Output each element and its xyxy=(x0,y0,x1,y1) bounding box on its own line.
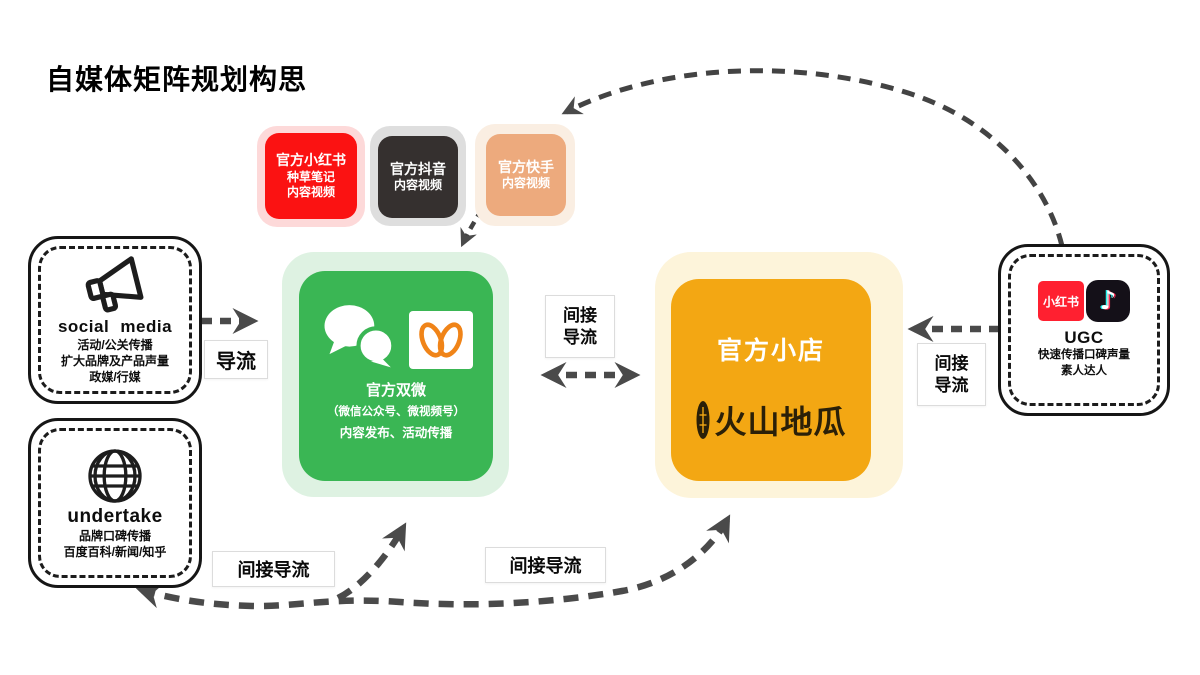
shop-node: 官方小店 火山地瓜 xyxy=(671,279,871,481)
tiktok-note-glyph: ♪ xyxy=(1099,286,1117,317)
tiktok-icon: ♪ xyxy=(1086,280,1130,323)
arrow-branch-to-wechat-bottom xyxy=(336,522,407,601)
node-title: undertake xyxy=(67,505,163,527)
chip-line: 内容视频 xyxy=(393,178,442,193)
chip-title: 官方抖音 xyxy=(390,160,446,177)
ugc-node: 小红书 ♪ UGC 快速传播口碑声量 素人达人 xyxy=(998,244,1170,416)
social-media-node: social media 活动/公关传播 扩大品牌及产品声量 政媒/行媒 xyxy=(28,236,202,404)
sweet-potato-icon xyxy=(696,401,710,439)
dashed-inner-border xyxy=(38,428,192,578)
flow-label-text: 导流 xyxy=(216,351,256,373)
node-title: 官方双微 xyxy=(365,382,426,399)
node-title: UGC xyxy=(1064,328,1104,348)
node-line: 快速传播口碑声量 xyxy=(1038,349,1130,362)
official-kuaishou-chip: 官方快手 内容视频 xyxy=(486,134,566,216)
xiaohongshu-icon-label: 小红书 xyxy=(1042,294,1079,309)
globe-icon xyxy=(88,449,142,503)
flow-label-left: 导流 xyxy=(204,340,268,379)
page-title: 自媒体矩阵规划构思 xyxy=(46,64,308,95)
node-line: 品牌口碑传播 xyxy=(78,528,151,543)
dashed-inner-border xyxy=(1008,254,1160,406)
brand-logo-text: 火山地瓜 xyxy=(714,404,847,440)
node-line: 政媒/行媒 xyxy=(89,370,141,385)
arrow-ugc-to-kuaishou xyxy=(561,68,1065,247)
node-line: 素人达人 xyxy=(1061,365,1107,377)
node-line: 扩大品牌及产品声量 xyxy=(60,353,169,368)
node-desc: 内容发布、活动传播 xyxy=(339,426,453,440)
flow-label-text: 间接导流 xyxy=(237,560,310,580)
arrow-shop-to-undertake xyxy=(135,514,731,610)
undertake-node: undertake 品牌口碑传播 百度百科/新闻/知乎 xyxy=(28,418,202,588)
dashed-inner-border xyxy=(38,246,192,394)
wechat-channels-tile xyxy=(409,311,473,369)
indirect-flow-label-bottom-left: 间接导流 xyxy=(212,551,335,587)
indirect-flow-label-right: 间接 导流 xyxy=(917,343,986,406)
indirect-flow-label-middle: 间接 导流 xyxy=(545,295,615,358)
node-line: 活动/公关传播 xyxy=(77,337,153,352)
official-douyin-chip: 官方抖音 内容视频 xyxy=(378,136,458,218)
wechat-icon xyxy=(324,305,396,368)
flow-label-text: 间接导流 xyxy=(509,556,582,576)
wechat-node: 官方双微 （微信公众号、微视频号） 内容发布、活动传播 xyxy=(299,271,493,481)
node-line: 百度百科/新闻/知乎 xyxy=(63,545,167,559)
node-subtitle: （微信公众号、微视频号） xyxy=(327,406,465,418)
chip-title: 官方小红书 xyxy=(276,152,346,169)
flow-label-text: 间接 xyxy=(934,354,969,374)
chip-line: 种草笔记 xyxy=(286,169,335,184)
wechat-channels-icon xyxy=(419,322,463,358)
flow-label-text: 导流 xyxy=(934,375,969,395)
chip-line: 内容视频 xyxy=(501,176,550,191)
xiaohongshu-icon: 小红书 xyxy=(1038,281,1084,322)
node-title: 官方小店 xyxy=(716,337,825,365)
chip-line: 内容视频 xyxy=(286,184,335,199)
official-xiaohongshu-chip: 官方小红书 种草笔记 内容视频 xyxy=(265,133,357,219)
flow-label-text: 导流 xyxy=(563,327,597,347)
flow-label-text: 间接 xyxy=(563,306,597,326)
chip-title: 官方快手 xyxy=(498,158,554,175)
indirect-flow-label-bottom-center: 间接导流 xyxy=(485,547,606,583)
megaphone-icon xyxy=(85,255,144,313)
node-title: social media xyxy=(57,316,173,336)
